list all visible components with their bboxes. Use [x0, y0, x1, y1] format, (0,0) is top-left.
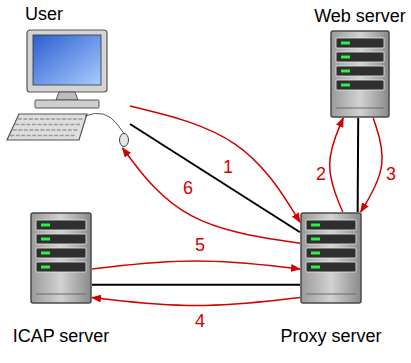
- callout-number: 1: [222, 157, 234, 177]
- mouse: [120, 134, 129, 147]
- callout-number-box: 3: [385, 165, 397, 185]
- server-icon: [330, 30, 390, 118]
- drive-bay: [306, 234, 356, 244]
- node-label-box: Web server: [314, 6, 406, 28]
- server-icon: [300, 212, 362, 304]
- status-led: [41, 224, 50, 227]
- drive-bay: [36, 220, 86, 230]
- monitor-stand: [56, 92, 78, 100]
- key-row: [10, 135, 75, 137]
- drive-bay: [306, 262, 356, 272]
- network-link: [130, 124, 300, 232]
- node-label: User: [25, 4, 63, 24]
- server-node: Web server: [330, 30, 390, 118]
- callout-number-box: 2: [315, 165, 327, 185]
- status-led: [311, 266, 320, 269]
- callout-number: 4: [194, 311, 206, 331]
- key-row: [13, 129, 78, 131]
- drive-bay: [36, 262, 86, 272]
- user-computer: User: [5, 28, 130, 148]
- status-led: [341, 56, 350, 59]
- node-label: Proxy server: [280, 326, 381, 346]
- status-led: [341, 70, 350, 73]
- status-led: [341, 42, 350, 45]
- mouse-cable: [85, 113, 126, 136]
- server-case: [31, 213, 91, 303]
- status-led: [41, 252, 50, 255]
- node-label: ICAP server: [13, 326, 110, 346]
- callout-number-box: 4: [194, 312, 206, 332]
- case-seam: [36, 294, 86, 295]
- drive-bay: [36, 248, 86, 258]
- monitor-frame: [27, 30, 107, 92]
- node-label-box: ICAP server: [13, 326, 110, 348]
- node-label: Web server: [314, 6, 406, 26]
- drive-bay: [306, 220, 356, 230]
- drive-bay: [336, 38, 384, 48]
- drive-bay: [336, 66, 384, 76]
- status-led: [41, 266, 50, 269]
- status-led: [311, 238, 320, 241]
- node-label-box: User: [25, 4, 63, 26]
- key-row: [15, 124, 80, 126]
- callout-number-box: 6: [182, 179, 194, 199]
- status-led: [341, 84, 350, 87]
- drive-bay: [336, 80, 384, 90]
- flow-arrow: [123, 148, 301, 243]
- server-case: [301, 213, 361, 303]
- flow-arrow: [92, 298, 300, 306]
- drive-bay: [36, 234, 86, 244]
- flow-arrow: [92, 261, 300, 269]
- monitor-screen: [33, 35, 101, 85]
- drive-bay: [306, 248, 356, 258]
- case-seam: [306, 294, 356, 295]
- node-label-box: Proxy server: [280, 326, 381, 348]
- key-row: [18, 118, 83, 120]
- callout-number: 3: [385, 164, 397, 184]
- case-seam: [336, 108, 384, 109]
- server-case: [331, 31, 389, 117]
- status-led: [311, 252, 320, 255]
- computer-base: [35, 100, 99, 108]
- computer-icon: [5, 28, 130, 148]
- callout-number: 6: [182, 178, 194, 198]
- callout-number-box: 5: [194, 236, 206, 256]
- server-node: ICAP server: [30, 212, 92, 304]
- status-led: [311, 224, 320, 227]
- server-icon: [30, 212, 92, 304]
- keyboard: [7, 114, 87, 140]
- network-link: [92, 284, 300, 286]
- callout-number: 2: [315, 164, 327, 184]
- status-led: [41, 238, 50, 241]
- callout-number-box: 1: [222, 158, 234, 178]
- flow-arrow: [361, 118, 382, 212]
- flow-arrow: [330, 118, 344, 212]
- callout-number: 5: [194, 235, 206, 255]
- flow-arrow: [130, 106, 300, 222]
- drive-bay: [336, 52, 384, 62]
- network-link: [357, 118, 360, 212]
- server-node: Proxy server: [300, 212, 362, 304]
